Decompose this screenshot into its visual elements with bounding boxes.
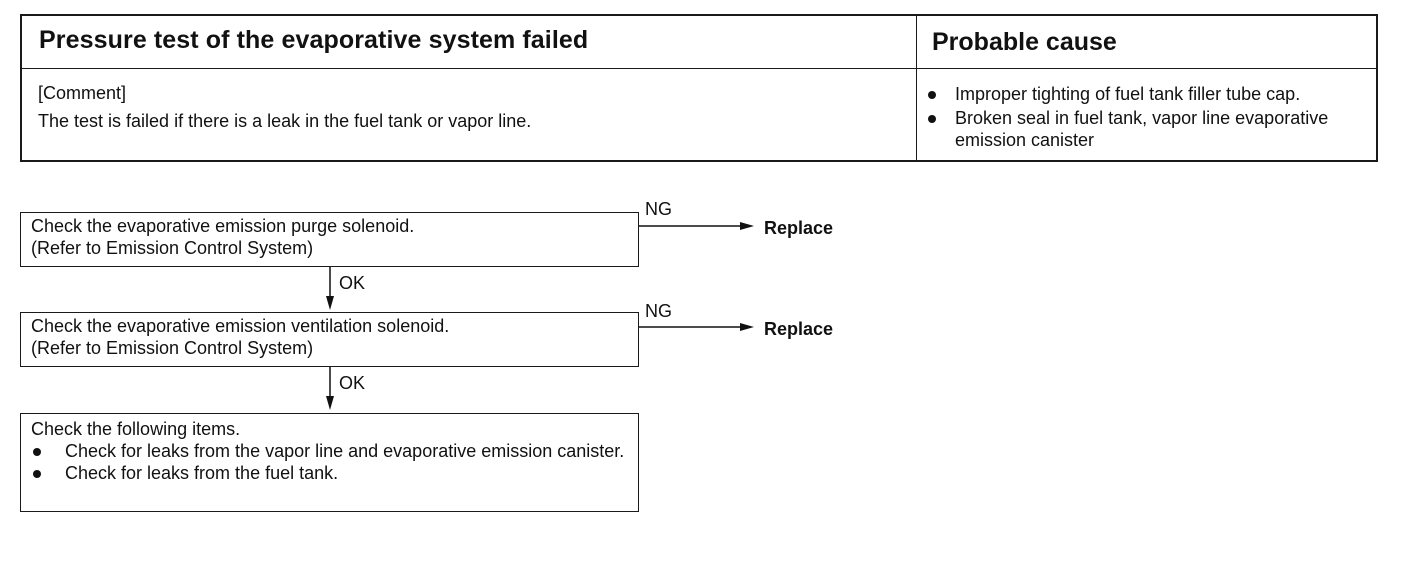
ng-arrowhead-1 [740,222,754,230]
header-table: Pressure test of the evaporative system … [20,14,1378,162]
flow-step-ventilation-solenoid: Check the evaporative emission ventilati… [20,312,639,367]
cause-item-text: Broken seal in fuel tank, vapor line eva… [955,108,1329,150]
cause-item-text: Improper tighting of fuel tank filler tu… [955,84,1301,104]
ng-label-1: NG [645,199,672,219]
ok-arrowhead-1 [326,296,334,310]
step-reference: (Refer to Emission Control System) [31,338,314,358]
step-text: Check the evaporative emission purge sol… [31,216,415,236]
ok-label-1: OK [339,273,366,293]
table-column-divider [916,16,917,160]
step-text: Check the evaporative emission ventilati… [31,316,450,336]
replace-action-1: Replace [764,218,834,238]
ok-arrowhead-2 [326,396,334,410]
flow-step-check-items: Check the following items. Check for lea… [20,413,639,512]
cause-item: Broken seal in fuel tank, vapor line eva… [924,107,1374,151]
step-reference: (Refer to Emission Control System) [31,238,314,258]
check-item: Check for leaks from the fuel tank. [31,462,638,484]
bullet-icon [928,115,936,123]
flow-step-purge-solenoid: Check the evaporative emission purge sol… [20,212,639,267]
probable-cause-heading: Probable cause [932,28,1117,56]
probable-cause-list: Improper tighting of fuel tank filler tu… [924,83,1374,153]
comment-text: The test is failed if there is a leak in… [38,111,532,131]
ng-label-2: NG [645,301,672,321]
bullet-icon [928,91,936,99]
bullet-icon [33,448,41,456]
replace-action-2: Replace [764,319,834,339]
cause-item: Improper tighting of fuel tank filler tu… [924,83,1374,105]
ng-arrowhead-2 [740,323,754,331]
check-item: Check for leaks from the vapor line and … [31,440,638,462]
step-text: Check the following items. [31,419,241,439]
ok-label-2: OK [339,373,366,393]
bullet-icon [33,470,41,478]
table-row-divider [22,68,1376,69]
check-item-text: Check for leaks from the fuel tank. [65,463,339,483]
comment-label: [Comment] [38,83,127,103]
page-title: Pressure test of the evaporative system … [39,26,589,54]
check-item-text: Check for leaks from the vapor line and … [65,441,625,461]
check-items-list: Check for leaks from the vapor line and … [31,440,638,484]
